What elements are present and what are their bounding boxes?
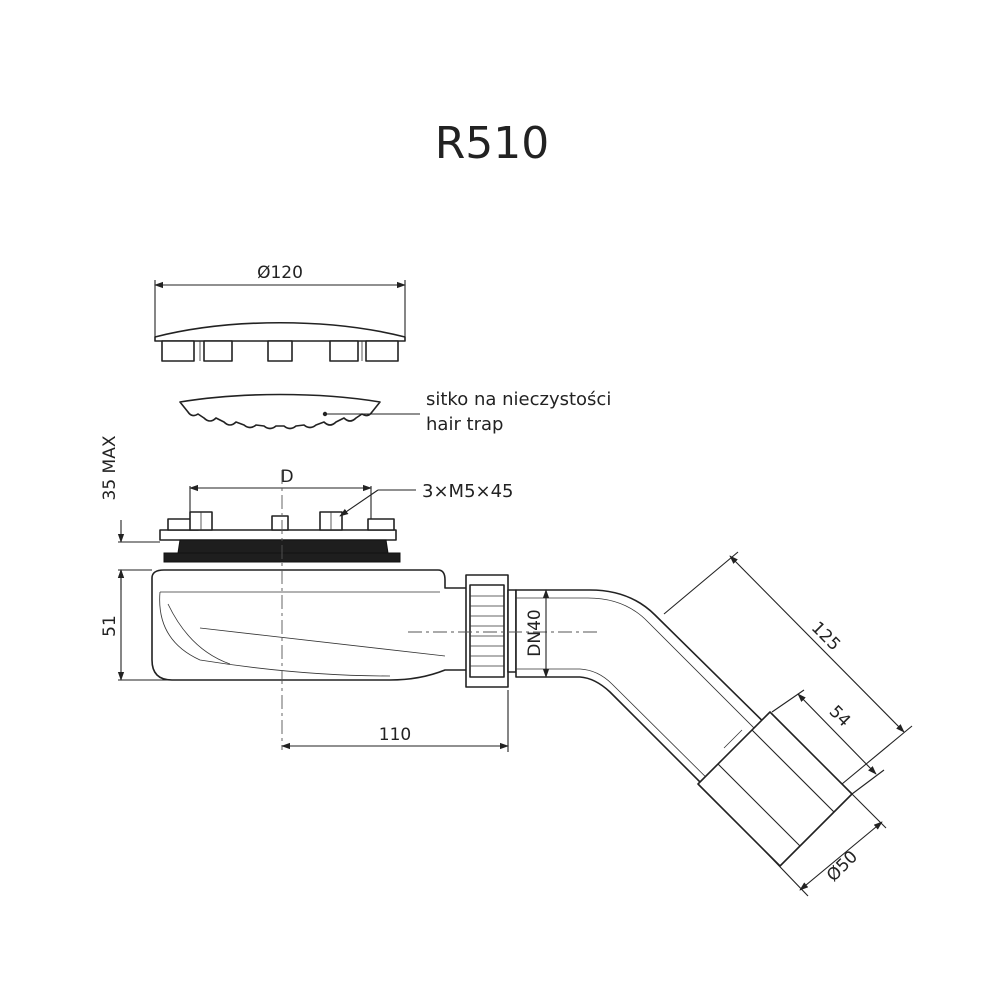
screw-label: 3×M5×45 [422, 481, 514, 502]
outlet-diameter-label: Ø50 [823, 847, 862, 886]
outlet-diameter-dimension [759, 793, 887, 897]
body-height-dimension [117, 569, 172, 681]
socket-length-dimension [771, 689, 885, 795]
drawing-title: R510 [435, 118, 550, 169]
cover-diameter-dimension [154, 280, 406, 337]
elbow-length-label: 125 [807, 618, 844, 655]
flange-assembly [159, 511, 401, 563]
outlet-offset-label: 110 [379, 725, 411, 745]
trap-body [151, 569, 469, 681]
union-nut [465, 574, 517, 688]
outlet-offset-dimension [281, 690, 509, 752]
hair-trap [179, 393, 420, 430]
screw-callout [339, 489, 416, 517]
body-height-label: 51 [100, 615, 120, 637]
hair-trap-label-pl: sitko na nieczystości [426, 389, 611, 410]
height-max-label: 35 MAX [100, 435, 120, 500]
hair-trap-label-en: hair trap [426, 414, 503, 435]
elbow-pipe [515, 589, 791, 811]
cover-diameter-label: Ø120 [257, 263, 303, 283]
pipe-size-label: DN40 [525, 609, 545, 656]
flange-d-label: D [280, 467, 293, 487]
cover-plate [154, 321, 406, 362]
flange-d-dimension [189, 484, 372, 519]
